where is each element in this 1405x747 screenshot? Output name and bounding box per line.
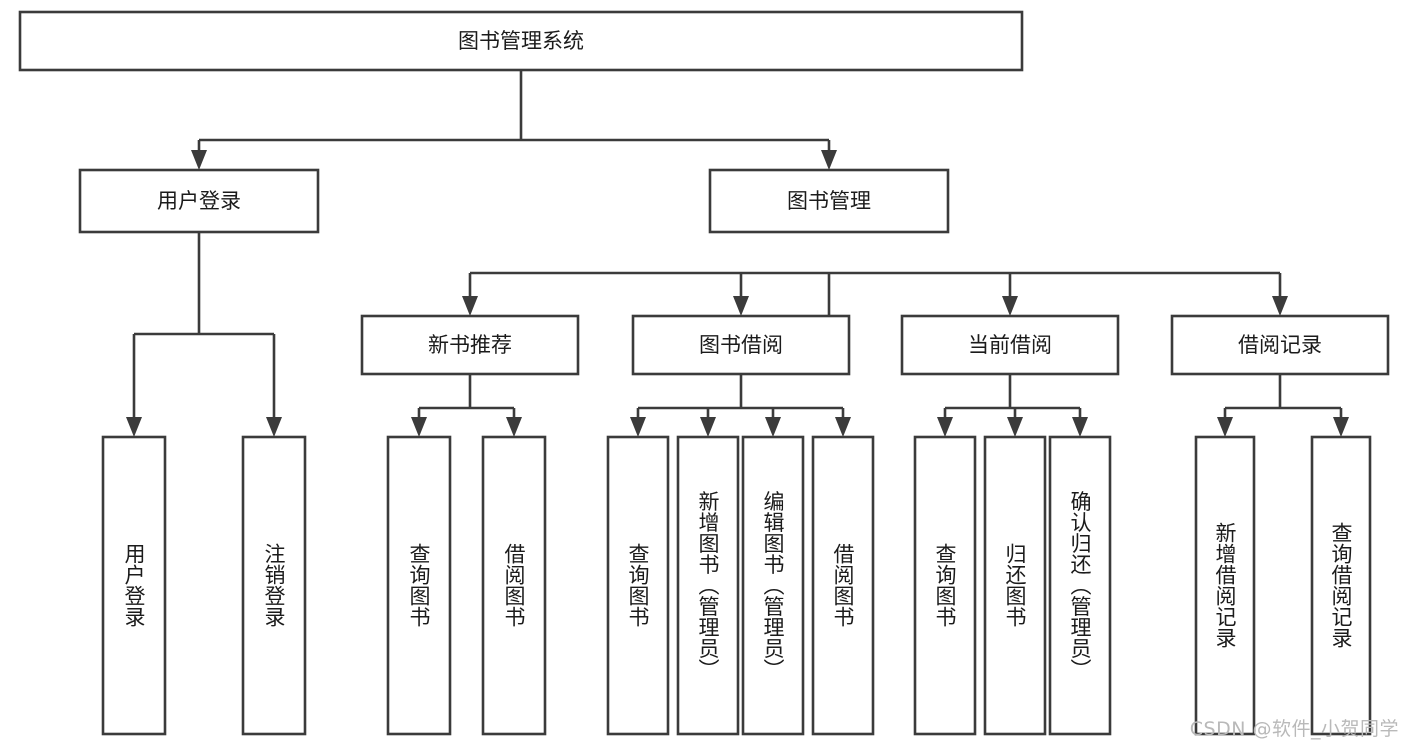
node-leaf-return-book[interactable]: 归还图书: [983, 435, 1047, 736]
node-leaf-add-book[interactable]: 新增图书（管理员）: [676, 435, 740, 736]
node-leaf-borrow-book-rec-label: 借阅图书: [502, 543, 526, 627]
node-leaf-confirm-return-label: 确认归还（管理员）: [1068, 491, 1092, 680]
arrow-to-leaf-add-record: [1217, 417, 1233, 437]
node-leaf-borrow-book-rec-box[interactable]: [481, 435, 547, 736]
node-leaf-user-login-label: 用户登录: [122, 543, 146, 627]
node-leaf-query-book-cur-label: 查询图书: [933, 543, 957, 627]
node-leaf-query-record[interactable]: 查询借阅记录: [1310, 435, 1372, 736]
node-root-label: 图书管理系统: [458, 29, 584, 53]
arrow-to-leaf-borrow-book: [835, 417, 851, 437]
node-leaf-query-book-rec-box[interactable]: [386, 435, 452, 736]
node-leaf-borrow-book-label: 借阅图书: [831, 543, 855, 627]
node-borrow-record-label: 借阅记录: [1238, 333, 1322, 357]
node-borrow-record-box[interactable]: [1170, 314, 1390, 376]
node-leaf-user-login-box[interactable]: [101, 435, 167, 736]
node-borrow-record[interactable]: 借阅记录: [1170, 314, 1390, 376]
node-new-book-recommend[interactable]: 新书推荐: [360, 314, 580, 376]
node-root[interactable]: 图书管理系统: [18, 10, 1024, 72]
node-leaf-edit-book[interactable]: 编辑图书（管理员）: [741, 435, 805, 736]
node-root-box[interactable]: [18, 10, 1024, 72]
node-book-borrow[interactable]: 图书借阅: [631, 314, 851, 376]
arrow-to-leaf-query-book-cur: [937, 417, 953, 437]
node-leaf-query-book-rec[interactable]: 查询图书: [386, 435, 452, 736]
node-leaf-confirm-return[interactable]: 确认归还（管理员）: [1048, 435, 1112, 736]
node-leaf-logout-label: 注销登录: [262, 543, 286, 627]
node-leaf-add-book-label: 新增图书（管理员）: [696, 491, 720, 680]
connector-newbook-to-leaves: [417, 374, 516, 427]
node-leaf-add-book-box[interactable]: [676, 435, 740, 736]
node-leaf-query-book-cur-box[interactable]: [913, 435, 977, 736]
node-leaf-query-book-rec-label: 查询图书: [407, 543, 431, 627]
node-leaf-query-book[interactable]: 查询图书: [606, 435, 670, 736]
node-leaf-add-record-box[interactable]: [1194, 435, 1256, 736]
arrow-to-leaf-query-book: [630, 417, 646, 437]
arrow-to-leaf-confirm-return: [1072, 417, 1088, 437]
node-user-login-box[interactable]: [78, 168, 320, 234]
node-leaf-return-book-box[interactable]: [983, 435, 1047, 736]
arrow-to-leaf-query-record: [1333, 417, 1349, 437]
node-leaf-query-book-cur[interactable]: 查询图书: [913, 435, 977, 736]
node-leaf-add-record[interactable]: 新增借阅记录: [1194, 435, 1256, 736]
arrow-to-leaf-return-book: [1007, 417, 1023, 437]
node-leaf-borrow-book-rec[interactable]: 借阅图书: [481, 435, 547, 736]
node-book-manage[interactable]: 图书管理: [708, 168, 950, 234]
node-leaf-user-login[interactable]: 用户登录: [101, 435, 167, 736]
node-current-borrow[interactable]: 当前借阅: [900, 314, 1120, 376]
connector-bookborrow-to-leaves: [636, 374, 845, 427]
arrow-to-book-borrow: [733, 296, 749, 316]
arrow-to-leaf-query-book-rec: [411, 417, 427, 437]
node-user-login[interactable]: 用户登录: [78, 168, 320, 234]
node-leaf-add-record-label: 新增借阅记录: [1213, 522, 1237, 648]
node-leaf-query-record-box[interactable]: [1310, 435, 1372, 736]
node-leaf-query-book-label: 查询图书: [626, 543, 650, 627]
node-user-login-label: 用户登录: [157, 189, 241, 213]
arrow-to-new-book-recommend: [462, 296, 478, 316]
csdn-watermark: CSDN @软件_小贺同学: [1189, 718, 1399, 740]
connector-layer: [126, 70, 1349, 437]
node-book-manage-box[interactable]: [708, 168, 950, 234]
arrow-to-borrow-record: [1272, 296, 1288, 316]
arrow-to-user-login: [191, 150, 207, 170]
arrow-to-leaf-logout: [266, 417, 282, 437]
node-leaf-query-book-box[interactable]: [606, 435, 670, 736]
arrow-to-current-borrow: [1002, 296, 1018, 316]
arrow-to-leaf-add-book: [700, 417, 716, 437]
node-book-borrow-label: 图书借阅: [699, 333, 783, 357]
connector-borrowrecord-to-leaves: [1223, 374, 1343, 427]
arrow-to-leaf-edit-book: [765, 417, 781, 437]
node-current-borrow-label: 当前借阅: [968, 333, 1052, 357]
connector-root-to-level2: [197, 70, 831, 160]
node-leaf-logout[interactable]: 注销登录: [241, 435, 307, 736]
node-leaf-borrow-book[interactable]: 借阅图书: [811, 435, 875, 736]
node-leaf-edit-book-label: 编辑图书（管理员）: [761, 491, 785, 680]
node-leaf-return-book-label: 归还图书: [1003, 543, 1027, 627]
connector-userlogin-to-leaves: [132, 232, 276, 427]
arrow-to-book-manage: [821, 150, 837, 170]
node-leaf-logout-box[interactable]: [241, 435, 307, 736]
node-book-borrow-box[interactable]: [631, 314, 851, 376]
node-new-book-recommend-label: 新书推荐: [428, 333, 512, 357]
arrow-to-leaf-borrow-book-rec: [506, 417, 522, 437]
node-leaf-borrow-book-box[interactable]: [811, 435, 875, 736]
connector-bookmanage-to-level3: [468, 271, 1282, 374]
node-leaf-query-record-label: 查询借阅记录: [1329, 522, 1353, 648]
node-leaf-edit-book-box[interactable]: [741, 435, 805, 736]
node-leaf-confirm-return-box[interactable]: [1048, 435, 1112, 736]
node-new-book-recommend-box[interactable]: [360, 314, 580, 376]
node-book-manage-label: 图书管理: [787, 189, 871, 213]
node-current-borrow-box[interactable]: [900, 314, 1120, 376]
arrow-to-leaf-user-login: [126, 417, 142, 437]
